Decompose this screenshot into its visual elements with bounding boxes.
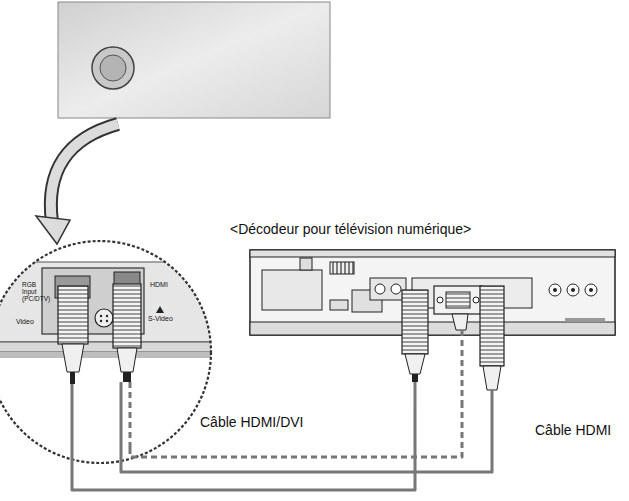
drawing-part [567, 284, 579, 296]
drawing-part [106, 315, 108, 317]
drawing-part [58, 286, 88, 344]
drawing-part [0, 240, 220, 470]
drawing-part [250, 250, 615, 335]
drawing-part [434, 286, 482, 314]
drawing-part [589, 288, 593, 292]
drawing-part [58, 2, 330, 118]
drawing-part [414, 382, 417, 402]
drawing-part [300, 258, 312, 270]
drawing-part [565, 318, 605, 322]
drawing-part [473, 297, 479, 303]
port-label: HDMI [150, 281, 180, 288]
drawing-part [100, 315, 102, 317]
cable-label: Câble HDMI/DVI [198, 414, 305, 430]
cable-label: Câble HDMI [533, 422, 613, 438]
drawing-part [437, 297, 443, 303]
drawing-part [70, 372, 75, 384]
cable [130, 402, 462, 457]
cable [72, 402, 415, 490]
drawing-part [375, 284, 385, 294]
drawing-part [262, 270, 322, 310]
drawing-part [113, 284, 141, 348]
cable [121, 402, 492, 472]
decoder-body [250, 250, 615, 335]
port-label: RGB Input (PC/DTV) [22, 282, 52, 302]
drawing-part [549, 284, 561, 296]
zoom-circle [0, 241, 211, 463]
drawing-part [123, 372, 131, 382]
drawing-part [405, 354, 425, 374]
tv-back-panel [0, 240, 220, 470]
drawing-part [446, 292, 470, 308]
drawing-part [330, 300, 348, 310]
drawing-part [480, 286, 504, 366]
device-title: <Décodeur pour télévision numérique> [230, 222, 471, 237]
drawing-part [402, 290, 428, 354]
port-label: Video [16, 318, 46, 325]
drawing-part [120, 382, 123, 448]
drawing-part [571, 288, 575, 292]
zoom-arrow [36, 124, 118, 244]
drawing-part [0, 342, 220, 352]
drawing-part [330, 262, 354, 274]
tv-panel [58, 2, 330, 118]
drawing-part [370, 278, 406, 300]
drawing-part [156, 306, 164, 313]
drawing-part [71, 384, 74, 448]
drawing-part [0, 262, 220, 342]
decoder-box: <Décodeur pour télévision numérique> [225, 222, 620, 402]
drawing-part [461, 330, 464, 402]
drawing-part [100, 55, 126, 81]
drawing-part [585, 284, 597, 296]
drawing-part [92, 47, 134, 89]
drawing-part [51, 124, 118, 222]
drawing-part [250, 322, 615, 335]
drawing-part [452, 314, 468, 330]
drawing-part [62, 344, 84, 372]
drawing-part [100, 320, 102, 322]
drawing-part [483, 366, 501, 390]
drawing-part [391, 284, 401, 294]
drawing-part [106, 320, 108, 322]
drawing-part [0, 352, 220, 358]
tv-back-zoom: RGB Input (PC/DTV) HDMI S-Video Video [0, 238, 214, 448]
drawing-part [553, 288, 557, 292]
decoder-plugs [402, 286, 504, 402]
drawing-part [36, 216, 70, 244]
drawing-part [250, 250, 615, 257]
drawing-part [129, 382, 132, 448]
drawing-part [51, 124, 118, 222]
port-label: S-Video [148, 315, 182, 322]
drawing-part [491, 390, 494, 402]
drawing-part [117, 348, 137, 372]
drawing-part [412, 374, 418, 382]
drawing-part [95, 309, 113, 327]
